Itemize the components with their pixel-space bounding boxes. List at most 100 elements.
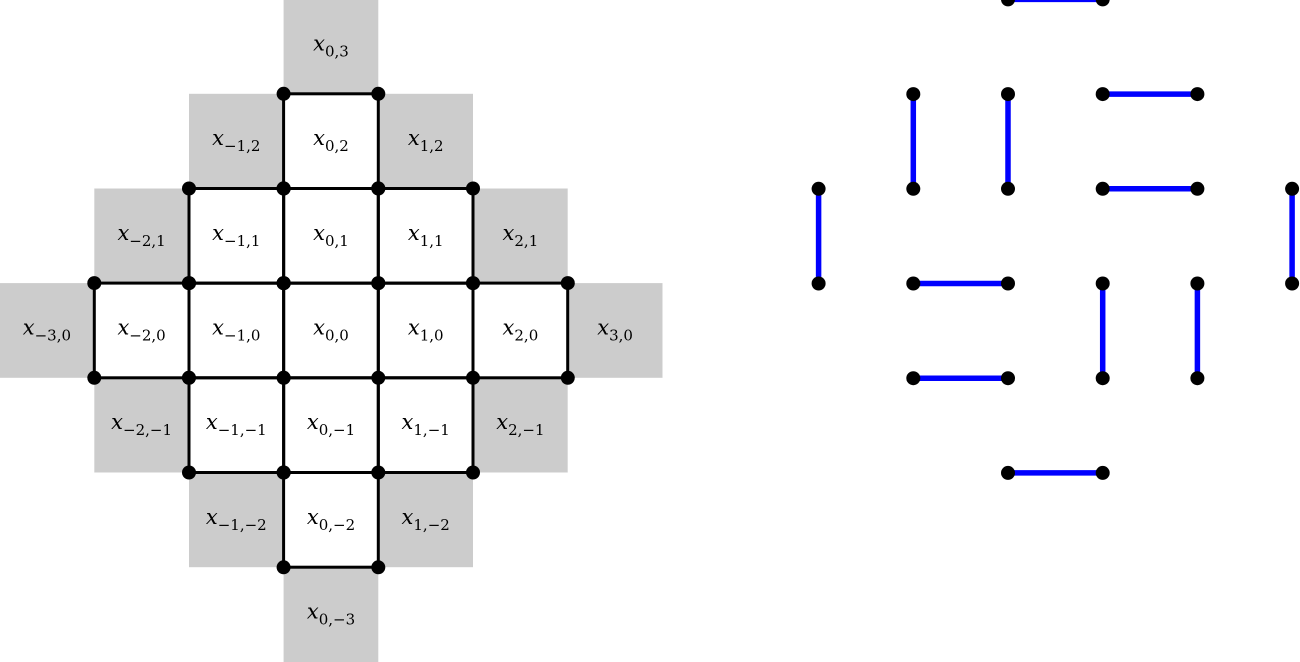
dimer-vertex [1095,0,1110,7]
cell-outline [471,281,570,380]
cell-label-variable: x [206,410,218,434]
boundary-cell [189,93,284,189]
cell-outline [376,376,475,474]
cell-label: x0,3 [313,31,349,60]
cell-label-variable: x [307,505,319,529]
cell-label: x1,−1 [402,410,450,439]
interior-cell [189,283,284,378]
cell-label: x0,−3 [307,600,355,629]
cell-label-variable: x [117,316,129,340]
cell-label: x−3,0 [23,316,71,345]
interior-cell [283,472,379,568]
boundary-cell [473,377,568,473]
dimer-vertex [1190,87,1205,102]
cell-label-subscript: −3,0 [35,327,71,345]
cell-label: x1,0 [408,316,444,345]
grid-vertex [560,276,575,291]
grid-vertex [87,370,102,385]
grid-vertex [182,276,196,291]
interior-cells [94,93,568,568]
grid-vertex [371,86,386,101]
grid-vertex [371,465,386,480]
cell-label-subscript: −1,−2 [218,516,267,534]
boundary-cell [378,472,473,568]
cell-label: x−2,0 [117,316,165,345]
cell-label-subscript: 2,1 [514,232,538,250]
cell-label-variable: x [111,410,123,434]
interior-cell [189,377,284,473]
grid-vertex [466,276,480,291]
cell-label-variable: x [408,221,420,245]
interior-cell [283,283,379,378]
interior-cell [283,93,379,189]
cell-label: x0,−1 [307,410,355,439]
cell-label-subscript: 1,−2 [413,516,449,534]
cell-label-subscript: −1,1 [224,232,260,250]
grid-vertex [466,465,480,480]
dimer-vertex [1095,87,1110,102]
cell-label-subscript: 2,0 [514,327,538,345]
dimer-vertex [1285,276,1300,291]
grid-vertex [560,370,575,385]
cell-label-subscript: 0,2 [325,137,349,155]
grid-vertex [371,276,386,291]
grid-vertex [182,370,196,385]
cell-label-variable: x [212,126,224,150]
dimer-vertex [811,276,826,291]
cell-label-variable: x [503,316,515,340]
boundary-cell [283,0,379,94]
interior-cell [283,188,379,284]
cell-label: x2,−1 [496,410,544,439]
cell-label-variable: x [307,600,319,624]
interior-cell [378,188,473,284]
cell-label-variable: x [597,316,609,340]
cell-label-variable: x [402,505,414,529]
cell-label: x−1,2 [212,126,260,155]
cell-label-variable: x [307,410,319,434]
cell-label-subscript: 1,1 [420,232,444,250]
interior-cell [378,377,473,473]
dimer-edges [815,0,1295,476]
cell-label-subscript: −2,−1 [123,421,172,439]
interior-cell [94,283,189,378]
grid-vertex [276,560,291,575]
dimer-matching [811,0,1300,480]
interior-cell [473,283,568,378]
grid-edges [92,92,570,569]
grid-vertex [182,465,196,480]
cell-label-subscript: 0,1 [325,232,349,250]
cell-label: x−2,−1 [111,410,172,439]
dimer-vertex [1190,276,1205,291]
dimer-vertex [1001,181,1015,196]
cell-label-variable: x [212,221,224,245]
dimer-vertex [1095,181,1110,196]
dimer-vertex [1285,181,1300,196]
cell-label-variable: x [313,126,325,150]
cell-label-subscript: 0,3 [325,42,349,60]
cell-label-subscript: 0,−2 [319,516,355,534]
boundary-cells [0,0,663,662]
boundary-cell [189,472,284,568]
cell-label: x−1,−1 [206,410,267,439]
cell-label-variable: x [313,316,325,340]
cell-label-variable: x [496,410,508,434]
boundary-cell [378,93,473,189]
cell-label: x0,1 [313,221,349,250]
grid-vertex [371,370,386,385]
boundary-cell [94,377,189,473]
cell-label: x0,−2 [307,505,355,534]
cell-label-variable: x [212,316,224,340]
dimer-vertex [906,371,921,386]
interior-cell [283,377,379,473]
boundary-cell [473,188,568,284]
dimer-vertex [1095,276,1110,291]
cell-label: x−1,−2 [206,505,267,534]
grid-vertex [276,86,291,101]
grid-vertex [276,465,291,480]
cell-label-variable: x [23,316,35,340]
cell-label: x0,2 [313,126,349,155]
dimer-vertices [811,0,1300,480]
grid-vertex [276,370,291,385]
grid-vertex [276,181,291,196]
